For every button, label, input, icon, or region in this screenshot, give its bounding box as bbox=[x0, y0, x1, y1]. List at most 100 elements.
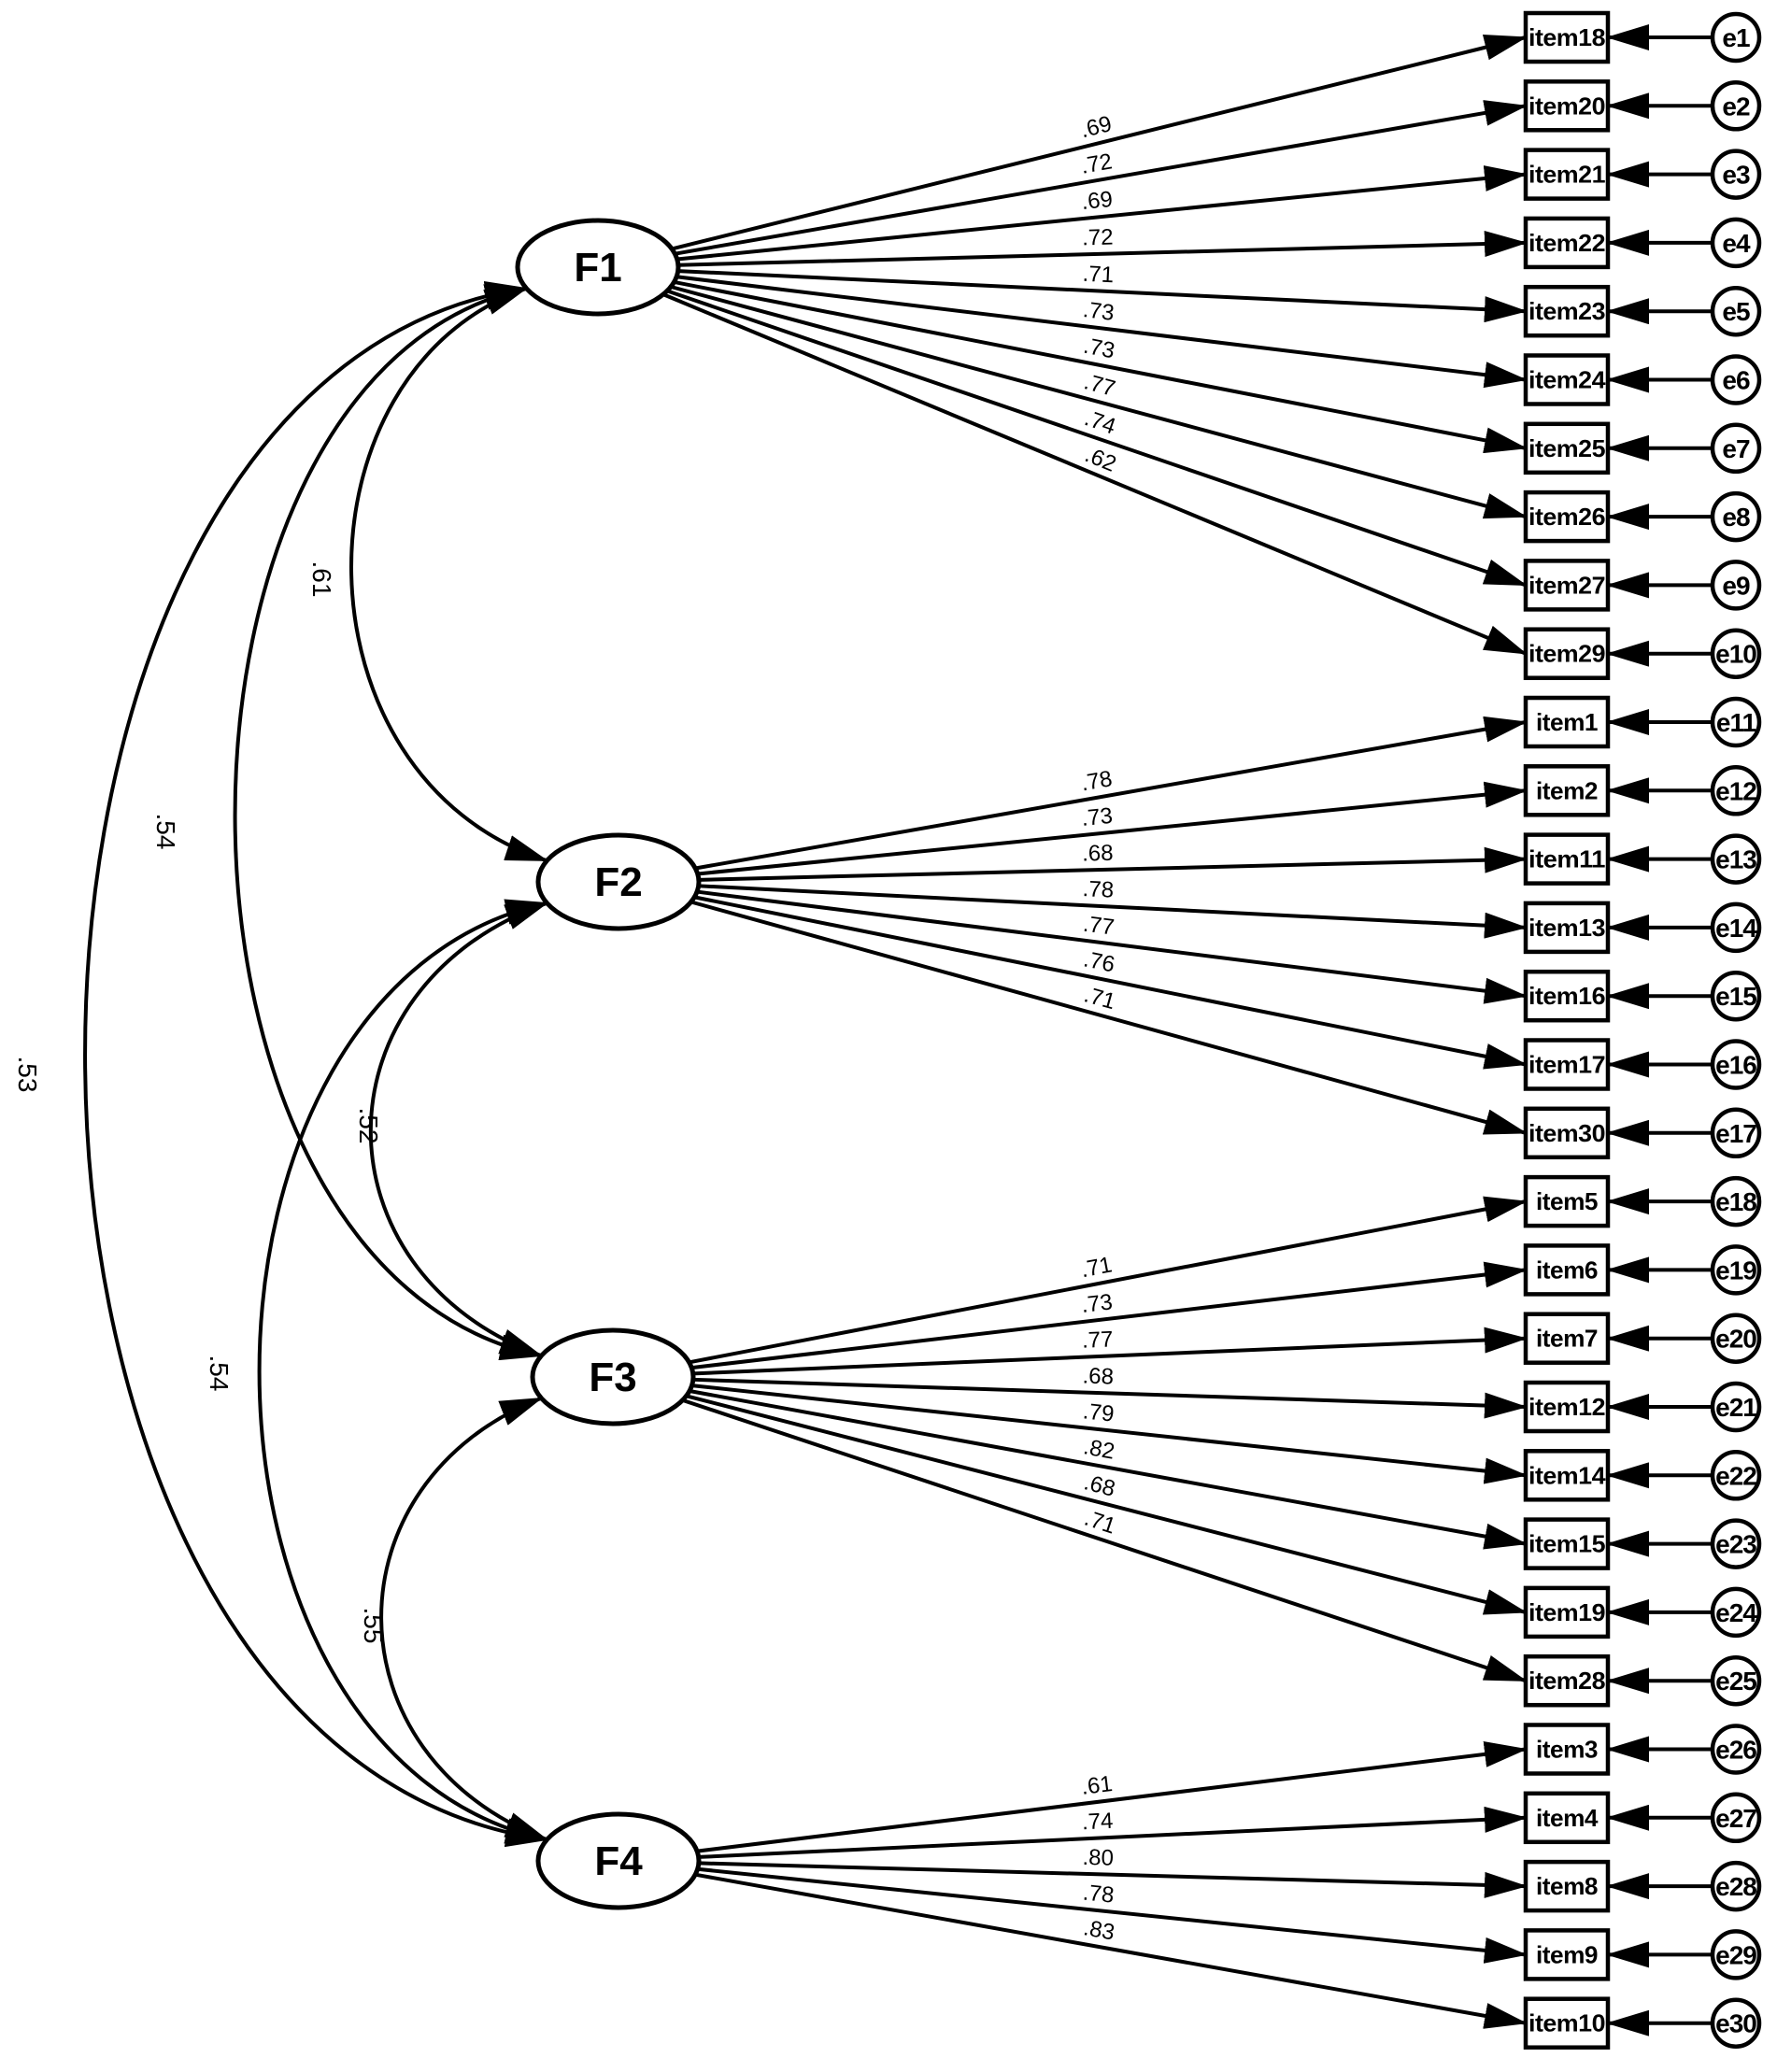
error-term-label: e16 bbox=[1715, 1051, 1756, 1080]
observed-item-box bbox=[1523, 284, 1611, 338]
observed-item-box bbox=[1523, 1106, 1611, 1160]
observed-item-label: item10 bbox=[1528, 2009, 1605, 2037]
loading-path-item7 bbox=[692, 1327, 1528, 1376]
error-term-node bbox=[1710, 560, 1762, 611]
loading-label: .78 bbox=[1082, 1880, 1116, 1908]
loading-path-item29 bbox=[662, 292, 1528, 656]
loading-label: .82 bbox=[1082, 1434, 1117, 1465]
loading-label: .73 bbox=[1080, 803, 1114, 831]
loading-label: .69 bbox=[1080, 187, 1114, 215]
error-term-label: e25 bbox=[1715, 1667, 1756, 1696]
error-term-label: e14 bbox=[1715, 914, 1757, 943]
latent-factor-f3 bbox=[530, 1327, 696, 1426]
observed-item-label: item19 bbox=[1528, 1598, 1605, 1626]
error-term-node bbox=[1710, 1107, 1762, 1159]
loading-path-item28 bbox=[682, 1398, 1528, 1683]
covariance-arc-f1-f4 bbox=[83, 281, 549, 1848]
loading-path-item14 bbox=[691, 1384, 1528, 1484]
loading-path-item8 bbox=[698, 1861, 1528, 1898]
error-term-node bbox=[1710, 1724, 1762, 1775]
observed-item-box bbox=[1523, 1928, 1611, 1981]
observed-item-box bbox=[1523, 1174, 1611, 1228]
loading-path-item9 bbox=[697, 1866, 1528, 1964]
observed-item-label: item16 bbox=[1528, 982, 1605, 1010]
error-term-label: e2 bbox=[1722, 92, 1750, 121]
loading-label: .72 bbox=[1082, 225, 1114, 251]
observed-item-box bbox=[1523, 764, 1611, 817]
observed-item-label: item12 bbox=[1528, 1393, 1605, 1421]
error-term-node bbox=[1710, 490, 1762, 543]
loading-label: .68 bbox=[1081, 1469, 1117, 1501]
observed-items-layer: item18item20item21item22item23item24item… bbox=[1523, 10, 1611, 2050]
observed-item-label: item20 bbox=[1528, 92, 1605, 120]
covariance-arc-f2-f3 bbox=[368, 901, 549, 1358]
error-term-node bbox=[1710, 1654, 1762, 1707]
observed-item-box bbox=[1523, 1312, 1611, 1365]
observed-item-label: item8 bbox=[1536, 1872, 1598, 1900]
loading-path-item22 bbox=[677, 231, 1528, 267]
error-term-label: e22 bbox=[1715, 1461, 1756, 1490]
latent-factor-f4 bbox=[535, 1811, 702, 1910]
latent-factor-f1 bbox=[515, 218, 681, 317]
error-term-label: e12 bbox=[1715, 776, 1756, 805]
error-term-label: e24 bbox=[1715, 1598, 1757, 1627]
error-term-node bbox=[1710, 149, 1762, 200]
observed-item-label: item28 bbox=[1528, 1667, 1605, 1695]
observed-item-label: item5 bbox=[1536, 1187, 1598, 1215]
error-term-node bbox=[1710, 1586, 1762, 1639]
error-term-label: e5 bbox=[1722, 297, 1750, 326]
loading-path-item13 bbox=[698, 884, 1528, 939]
error-terms-layer: e1e2e3e4e5e6e7e8e9e10e11e12e13e14e15e16e… bbox=[1606, 11, 1762, 2049]
error-term-label: e20 bbox=[1715, 1325, 1756, 1354]
loading-path-item16 bbox=[696, 889, 1528, 1004]
loading-label: .61 bbox=[1080, 1771, 1114, 1800]
covariance-label: .52 bbox=[354, 1108, 383, 1144]
observed-item-label: item13 bbox=[1528, 914, 1605, 942]
error-term-label: e27 bbox=[1715, 1804, 1756, 1833]
covariance-layer: .61.54.53.52.54.55 bbox=[13, 281, 549, 1848]
observed-item-box bbox=[1523, 1585, 1611, 1639]
observed-item-box bbox=[1523, 148, 1611, 201]
error-term-node bbox=[1710, 80, 1762, 132]
loading-path-item24 bbox=[675, 275, 1528, 389]
error-term-node bbox=[1710, 217, 1762, 269]
loading-path-item15 bbox=[689, 1389, 1528, 1550]
error-term-label: e15 bbox=[1715, 982, 1756, 1011]
loading-path-item12 bbox=[692, 1377, 1528, 1419]
covariance-arc-f1-f3 bbox=[233, 284, 544, 1360]
loading-path-item11 bbox=[698, 846, 1528, 882]
loading-label: .77 bbox=[1081, 1327, 1113, 1353]
latent-factor-label: F1 bbox=[574, 245, 621, 291]
latent-factor-f2 bbox=[535, 832, 702, 931]
loading-label: .72 bbox=[1079, 149, 1115, 178]
loading-path-item23 bbox=[677, 269, 1528, 323]
observed-item-box bbox=[1523, 1038, 1611, 1091]
error-term-label: e13 bbox=[1715, 845, 1756, 874]
error-term-node bbox=[1710, 422, 1762, 475]
loading-path-item27 bbox=[666, 289, 1528, 588]
latent-factor-label: F2 bbox=[594, 859, 642, 905]
error-term-node bbox=[1710, 1175, 1762, 1228]
observed-item-box bbox=[1523, 1243, 1611, 1297]
loading-path-item4 bbox=[698, 1806, 1528, 1859]
covariance-arc-f2-f4 bbox=[257, 899, 549, 1844]
loading-path-item5 bbox=[689, 1196, 1528, 1365]
loading-path-item30 bbox=[690, 900, 1528, 1135]
error-term-node bbox=[1710, 1039, 1762, 1090]
covariance-arc-f1-f2 bbox=[349, 286, 549, 863]
loading-label: .73 bbox=[1082, 297, 1116, 326]
error-term-label: e7 bbox=[1722, 434, 1750, 463]
observed-item-box bbox=[1523, 1653, 1611, 1708]
loading-label: .76 bbox=[1081, 946, 1116, 977]
error-term-node bbox=[1710, 833, 1762, 885]
loading-label: .71 bbox=[1079, 1252, 1115, 1283]
error-term-label: e3 bbox=[1722, 161, 1750, 190]
observed-item-box bbox=[1523, 1380, 1611, 1434]
error-term-node bbox=[1710, 1860, 1762, 1912]
error-term-label: e21 bbox=[1715, 1393, 1756, 1422]
loading-label: .73 bbox=[1080, 1289, 1114, 1318]
error-term-node bbox=[1710, 285, 1762, 337]
covariance-label: .53 bbox=[13, 1057, 42, 1093]
error-term-label: e29 bbox=[1715, 1940, 1756, 1969]
